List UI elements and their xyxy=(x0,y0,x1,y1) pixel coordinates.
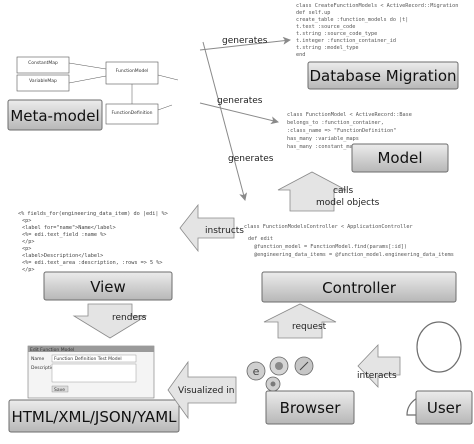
view-code-line: <% fields_for(engineering_data_item) do … xyxy=(18,211,168,217)
migration-code-line: t.string :model_type xyxy=(296,45,358,51)
migration-code-line: def self.up xyxy=(296,10,330,16)
controller-code-line: @engineering_data_items = @function_mode… xyxy=(254,252,454,258)
edge-generates-2: generates xyxy=(217,96,263,106)
meta-model-label: Meta-model xyxy=(10,107,99,125)
controller-box xyxy=(261,271,457,303)
controller-code-line: class FunctionModelsController < Applica… xyxy=(244,224,413,230)
migration-code-line: t.integer :function_container_id xyxy=(296,38,396,44)
edge-interacts: interacts xyxy=(357,371,397,381)
uml-class-c: FunctionModel xyxy=(116,68,149,74)
output-formats-label: HTML/XML/JSON/YAML xyxy=(11,408,177,426)
ie-browser-icon xyxy=(246,361,266,381)
browser-icons: e xyxy=(246,356,314,392)
edge-generates-1: generates xyxy=(222,36,268,46)
instructs-arrow xyxy=(179,203,235,253)
uml-class-d: FunctionDefinition xyxy=(112,110,153,116)
view-code-line: </p> xyxy=(22,267,35,273)
form-title: Edit Function Model xyxy=(30,347,74,353)
browser-box xyxy=(265,390,355,425)
edge-generates-3: generates xyxy=(228,154,274,164)
form-save-label: Save xyxy=(54,387,65,393)
user-box xyxy=(415,390,473,425)
migration-code-line: t.text :source_code xyxy=(296,24,355,30)
form-name-label: Name xyxy=(31,356,45,362)
model-code-line: class FunctionModel < ActiveRecord::Base xyxy=(287,112,412,118)
visualized-in-arrow xyxy=(167,360,237,420)
edge-renders: renders xyxy=(112,313,147,323)
form-name-field[interactable] xyxy=(51,354,137,363)
view-code-line: <%= edi.text_field :name %> xyxy=(22,232,106,238)
view-code-line: <label for="name">Name</label> xyxy=(22,225,116,231)
model-box xyxy=(351,143,449,173)
edge-visualized-in: Visualized in xyxy=(178,386,234,396)
chrome-center-icon xyxy=(270,381,276,387)
model-code: class FunctionModel < ActiveRecord::Base… xyxy=(287,112,412,150)
database-migration-box xyxy=(307,61,459,90)
request-arrow xyxy=(263,303,337,339)
form-desc-field[interactable] xyxy=(51,363,137,383)
browser-label: Browser xyxy=(280,399,342,417)
ie-glyph-icon: e xyxy=(253,365,260,378)
generates-arrows xyxy=(199,36,291,201)
database-migration-label: Database Migration xyxy=(309,67,456,85)
renders-arrow xyxy=(72,303,148,339)
view-code-line: <%= edi.text_area :description, :rows =>… xyxy=(22,260,163,266)
model-code-line: belongs_to :function_container, xyxy=(287,120,384,126)
migration-code-line: t.string :source_code_type xyxy=(296,31,377,37)
view-code-line: <p> xyxy=(22,246,31,252)
migration-code-line: end xyxy=(296,52,305,58)
migration-code: class CreateFunctionModels < ActiveRecor… xyxy=(296,3,458,58)
view-code-line: <label>Description</label> xyxy=(22,253,103,259)
model-label: Model xyxy=(377,149,422,167)
calls-arrow xyxy=(277,171,347,212)
uml-class-b: VariableMap xyxy=(29,78,57,84)
edge-request: request xyxy=(292,322,327,332)
form-name-value: Function Definition Test Model xyxy=(54,356,122,362)
model-code-line: has_many :variable_maps xyxy=(287,136,359,142)
rendered-form-thumbnail: Edit Function Model Name Function Defini… xyxy=(27,345,155,399)
safari-needle-icon xyxy=(299,361,309,371)
controller-code: class FunctionModelsController < Applica… xyxy=(244,224,454,258)
output-formats-box xyxy=(8,399,180,433)
edge-instructs: instructs xyxy=(205,226,244,236)
controller-label: Controller xyxy=(322,279,397,297)
migration-code-line: class CreateFunctionModels < ActiveRecor… xyxy=(296,3,458,9)
view-code-line: </p> xyxy=(22,239,35,245)
view-code: <% fields_for(engineering_data_item) do … xyxy=(18,211,168,273)
form-desc-label: Description xyxy=(31,365,57,371)
form-save-button[interactable] xyxy=(51,385,69,393)
meta-model-box xyxy=(7,99,103,131)
view-label: View xyxy=(90,278,126,296)
model-code-line: has_many :constant_maps xyxy=(287,144,359,150)
view-box xyxy=(43,271,173,301)
edge-calls-1: calls xyxy=(333,186,353,196)
uml-class-a: ConstantMap xyxy=(28,60,58,66)
user-label: User xyxy=(427,399,462,417)
uml-diagram: ConstantMap VariableMap FunctionModel Fu… xyxy=(16,56,179,125)
view-code-line: <p> xyxy=(22,218,31,224)
controller-code-line: @function_model = FunctionModel.find(par… xyxy=(254,244,407,250)
interacts-arrow xyxy=(357,344,401,388)
firefox-globe-icon xyxy=(275,362,283,370)
controller-code-line: def edit xyxy=(248,236,273,242)
migration-code-line: create_table :function_models do |t| xyxy=(296,17,408,23)
edge-calls-2: model objects xyxy=(316,198,380,208)
model-code-line: :class_name => "FunctionDefinition" xyxy=(287,128,396,134)
